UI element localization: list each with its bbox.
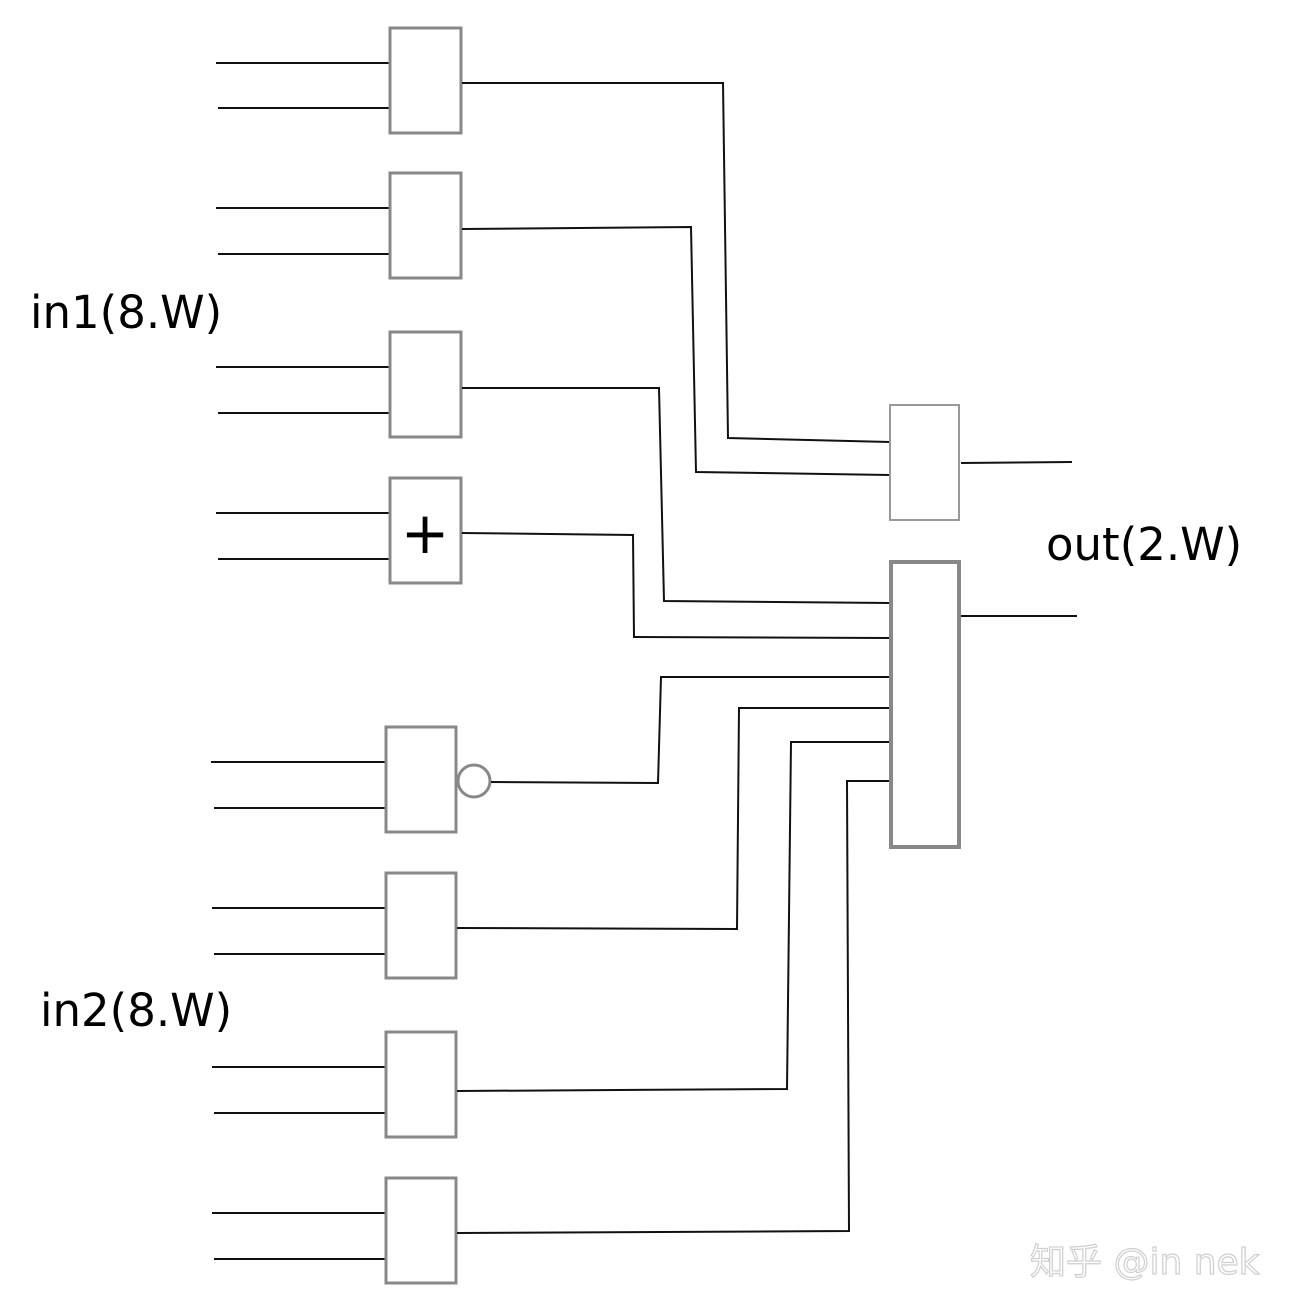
inverter-bubble: [456, 763, 492, 799]
gate-output-wire: [456, 741, 893, 1092]
in2-gate-1-inverted: [211, 676, 893, 834]
plus-symbol: +: [401, 499, 450, 567]
in2-label: in2(8.W): [40, 984, 232, 1037]
in2-gate-2: [212, 707, 893, 980]
gate-output-wire: [456, 780, 893, 1234]
gate-block: [388, 476, 463, 585]
in1-gate-1: [216, 26, 891, 443]
gate-block: [388, 26, 463, 135]
in2-gate-4: [212, 780, 893, 1285]
gate-block: [384, 1030, 458, 1139]
output-block-upper: [889, 404, 1073, 521]
gate-block: [384, 871, 458, 980]
gate-block: [384, 1176, 458, 1285]
gate-output-wire: [490, 676, 893, 785]
gate-output-wire: [456, 707, 893, 931]
gate-block: [388, 330, 463, 439]
in1-label: in1(8.W): [30, 286, 222, 339]
in1-gate-3: [216, 330, 891, 604]
gate-output-wire: [462, 387, 891, 604]
in1-gate-2: [216, 171, 891, 476]
out-label: out(2.W): [1046, 518, 1242, 571]
output-gate-block: [889, 404, 960, 521]
output-block-lower: [889, 560, 1077, 849]
gate-block: [388, 171, 463, 280]
gate-output-wire: [461, 532, 891, 639]
in2-gate-3: [212, 741, 893, 1139]
output-wire: [960, 461, 1073, 464]
gate-output-wire: [462, 82, 891, 443]
output-gate-block: [889, 560, 961, 849]
gate-block: [384, 725, 458, 834]
watermark: 知乎 @in nek: [1030, 1242, 1260, 1283]
gate-output-wire: [461, 225, 891, 476]
in1-gate-4-adder: +: [216, 476, 891, 639]
